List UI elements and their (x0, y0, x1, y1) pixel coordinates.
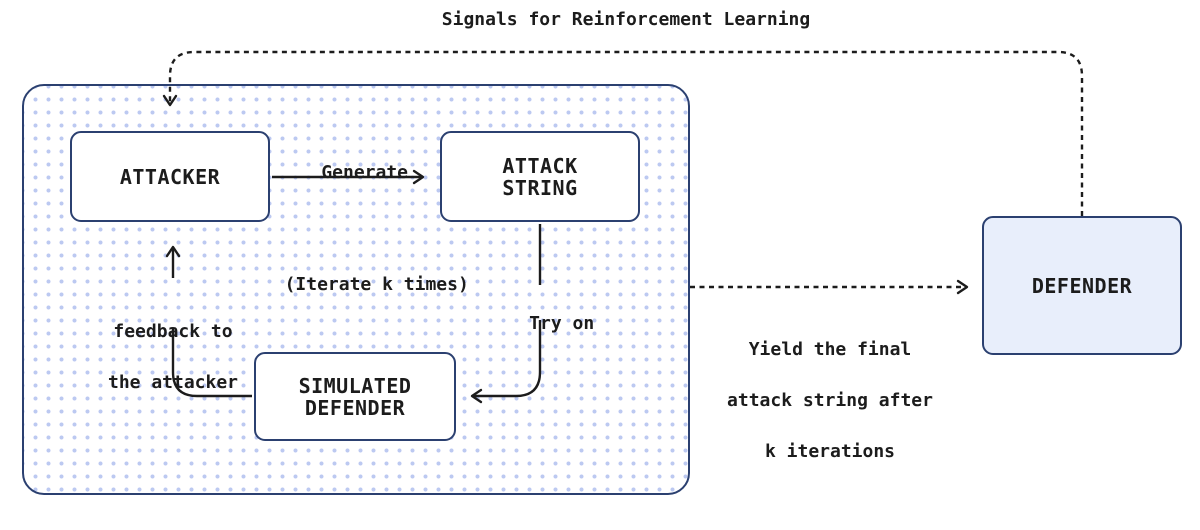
generate-label: Generate (321, 162, 409, 183)
simulated-defender-label-line1: SIMULATED (298, 373, 412, 398)
diagram-title: Signals for Reinforcement Learning (441, 9, 811, 30)
defender-node: DEFENDER (982, 216, 1182, 355)
defender-label: DEFENDER (1031, 273, 1133, 298)
attacker-label: ATTACKER (119, 164, 221, 189)
attacker-node: ATTACKER (70, 131, 270, 222)
attack-string-label-line2: STRING (502, 175, 578, 200)
iterate-label: (Iterate k times) (284, 274, 469, 295)
simulated-defender-node: SIMULATED DEFENDER (254, 352, 456, 441)
simulated-defender-label-line2: DEFENDER (304, 395, 406, 420)
yield-label: Yield the final attack string after k it… (727, 339, 933, 462)
attack-string-node: ATTACK STRING (440, 131, 640, 222)
try-on-label: Try on (529, 313, 595, 334)
attack-string-label-line1: ATTACK (502, 153, 578, 178)
feedback-label: feedback to the attacker (107, 321, 239, 393)
